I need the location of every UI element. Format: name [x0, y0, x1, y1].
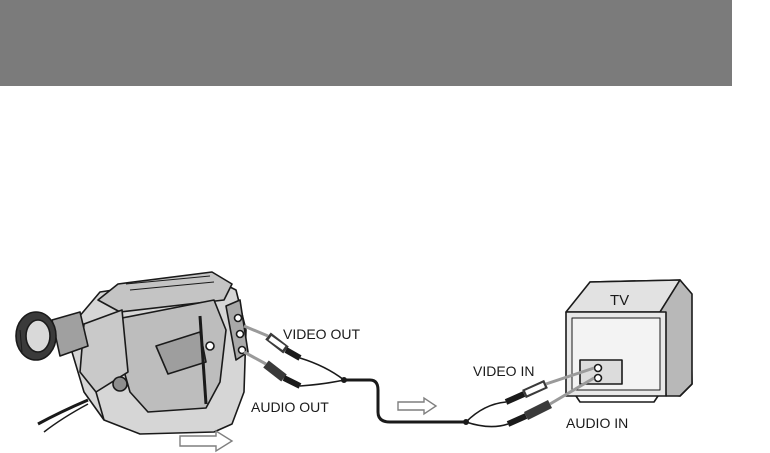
signal-direction-arrow-lower [180, 431, 232, 451]
audio-in-label: AUDIO IN [566, 415, 628, 431]
video-in-label: VIDEO IN [473, 363, 534, 379]
camcorder-icon [16, 272, 248, 434]
video-out-label: VIDEO OUT [283, 326, 360, 342]
audio-out-label: AUDIO OUT [251, 399, 329, 415]
tv-label: TV [610, 292, 629, 309]
signal-direction-arrow [398, 398, 436, 414]
